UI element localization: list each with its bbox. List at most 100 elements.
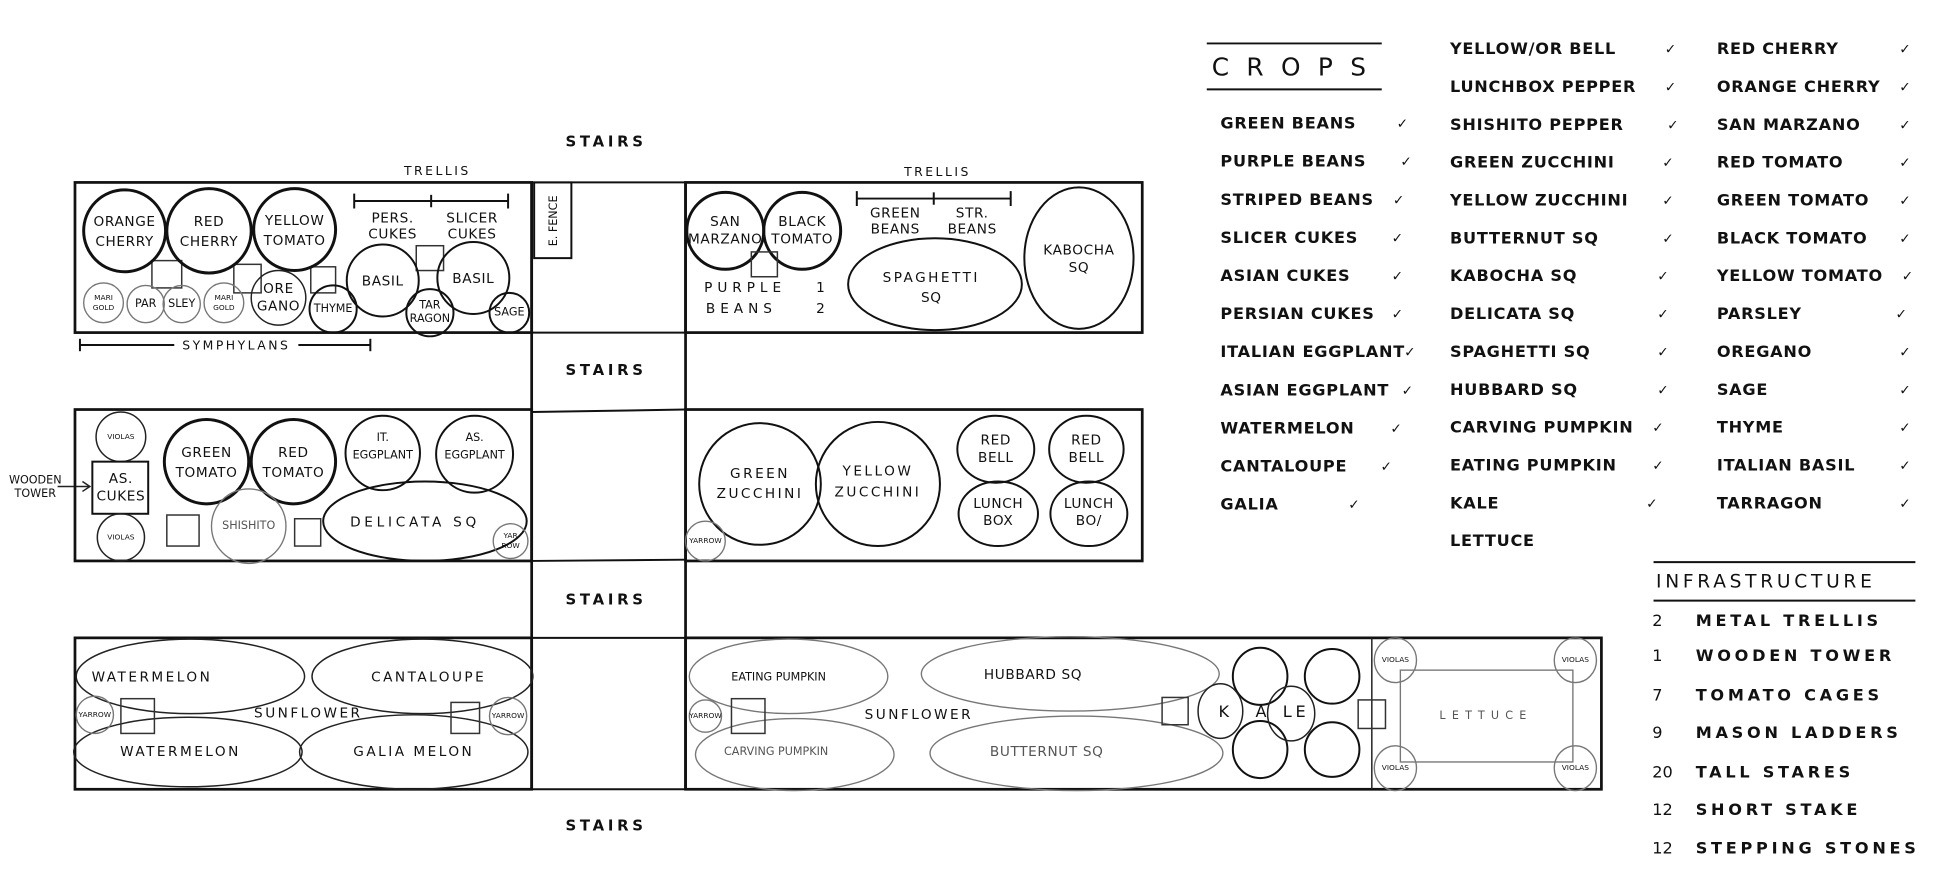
crop-item: LETTUCE [1450, 531, 1535, 550]
check-icon: ✓ [1899, 155, 1910, 171]
plant-label: LUNCH [973, 496, 1023, 512]
plant-violas [1553, 745, 1598, 792]
plant-red-tomato [249, 417, 338, 506]
infrastructure-name: TOMATO CAGES [1696, 686, 1883, 705]
check-icon: ✓ [1657, 344, 1668, 360]
plant-thyme [308, 284, 358, 334]
check-icon: ✓ [1899, 231, 1910, 247]
crop-item: YELLOW/OR BELL [1449, 39, 1616, 58]
plant-label: SQ [1069, 260, 1090, 276]
plant-label: WATERMELON [120, 744, 241, 760]
mason-ladder [1161, 696, 1189, 726]
plant-label: GALIA MELON [353, 744, 474, 760]
plant-label: DELICATA SQ [350, 514, 480, 530]
plant-label: BASIL [362, 274, 404, 290]
crop-item: PERSIAN CUKES [1220, 304, 1374, 323]
plant-label: TOMATO [261, 465, 324, 481]
crop-item: SLICER CUKES [1220, 228, 1358, 247]
plant-label: VIOLAS [1382, 763, 1410, 772]
plant-violas [1373, 637, 1418, 684]
crop-item: STRIPED BEANS [1220, 190, 1373, 209]
plant-label: VIOLAS [107, 432, 135, 441]
check-icon: ✓ [1392, 230, 1403, 246]
check-icon: ✓ [1899, 193, 1910, 209]
plant-orange-cherry [82, 188, 168, 274]
bed-6: EATING PUMPKIN HUBBARD SQ CARVING PUMPKI… [684, 635, 1603, 792]
plant-label: GOLD [93, 303, 115, 312]
crop-column: GREEN BEANS✓PURPLE BEANS✓STRIPED BEANS✓S… [1220, 114, 1415, 514]
crop-item: WATERMELON [1220, 418, 1354, 437]
crop-item: CARVING PUMPKIN [1450, 418, 1634, 437]
plant-label: BASIL [452, 271, 494, 287]
symphylans-marker: SYMPHYLANS [78, 337, 372, 353]
infrastructure-name: TALL STARES [1696, 763, 1854, 782]
plant-label: KABOCHA [1043, 243, 1114, 259]
plant-label: YARROW [688, 536, 722, 545]
crop-item: SHISHITO PEPPER [1450, 115, 1624, 134]
plant-red-bell [956, 414, 1036, 484]
check-icon: ✓ [1662, 231, 1673, 247]
check-icon: ✓ [1402, 383, 1413, 399]
plant-violas [96, 513, 146, 562]
pers-cukes-label: PERS. [371, 210, 413, 226]
pers-cukes-label: CUKES [368, 227, 417, 243]
plant-label: BUTTERNUT SQ [990, 744, 1104, 760]
sunflower-label: SUNFLOWER [254, 706, 362, 722]
plant-label: CARVING PUMPKIN [724, 745, 828, 758]
count-label: 1 [816, 280, 825, 296]
plant-label: GANO [257, 299, 300, 315]
plant-label: SQ [921, 290, 942, 306]
check-icon: ✓ [1662, 155, 1673, 171]
infrastructure-qty: 7 [1652, 686, 1662, 705]
plant-label: SAGE [494, 306, 524, 319]
infrastructure-name: MASON LADDERS [1696, 723, 1902, 742]
plant-label: K [1219, 702, 1230, 721]
plant-label: BEANS [948, 222, 997, 238]
plant-label: RAGON [410, 312, 451, 325]
plant-label: BLACK [778, 214, 826, 230]
plant-italian-eggplant [344, 414, 421, 492]
plant-label: BELL [978, 450, 1014, 466]
plant-watermelon [72, 716, 303, 788]
plant-label: VIOLAS [1562, 763, 1590, 772]
plant-label: EGGPLANT [353, 448, 414, 461]
plant-black-tomato [762, 190, 843, 271]
plant-parsley [162, 284, 202, 324]
crop-item: KABOCHA SQ [1450, 266, 1577, 285]
mason-ladder [166, 514, 200, 547]
plant-label: GREEN [870, 205, 921, 221]
plant-basil [436, 241, 511, 315]
plant-label: SLEY [168, 297, 195, 310]
plant-label: ORANGE [94, 214, 156, 230]
plant-red-cherry [165, 187, 253, 275]
plant-label: MARZANO [688, 232, 763, 248]
plant-label: AS. [465, 431, 483, 444]
plant-label: ROW [501, 541, 520, 550]
check-icon: ✓ [1899, 458, 1910, 474]
crop-item: TARRAGON [1717, 493, 1823, 512]
check-icon: ✓ [1652, 458, 1663, 474]
plant-oregano [250, 269, 307, 326]
plant-label: YARROW [78, 710, 112, 719]
plant-label: EGGPLANT [444, 448, 505, 461]
crop-item: RED TOMATO [1717, 153, 1844, 172]
crop-item: CANTALOUPE [1220, 456, 1347, 475]
bed-5: WATERMELON CANTALOUPE WATERMELON GALIA M… [72, 636, 534, 791]
check-icon: ✓ [1400, 154, 1411, 170]
plant-kabocha-squash [1023, 186, 1135, 330]
plant-label: BO/ [1076, 513, 1102, 529]
mason-ladder [120, 697, 156, 735]
crop-item: GALIA [1220, 495, 1278, 514]
crop-item: LUNCHBOX PEPPER [1450, 77, 1636, 96]
plant-lunchbox-pepper [1049, 480, 1129, 548]
plant-label: PAR [135, 297, 157, 310]
check-icon: ✓ [1665, 79, 1676, 95]
check-icon: ✓ [1646, 496, 1657, 512]
plant-yellow-zucchini [814, 420, 941, 548]
plant-kale [1197, 683, 1244, 740]
crop-item: GREEN BEANS [1220, 114, 1356, 133]
east-fence-label: E. FENCE [547, 195, 560, 246]
check-icon: ✓ [1392, 268, 1403, 284]
slicer-cukes-label: SLICER [446, 210, 498, 226]
trellis-label: TRELLIS [903, 164, 971, 179]
